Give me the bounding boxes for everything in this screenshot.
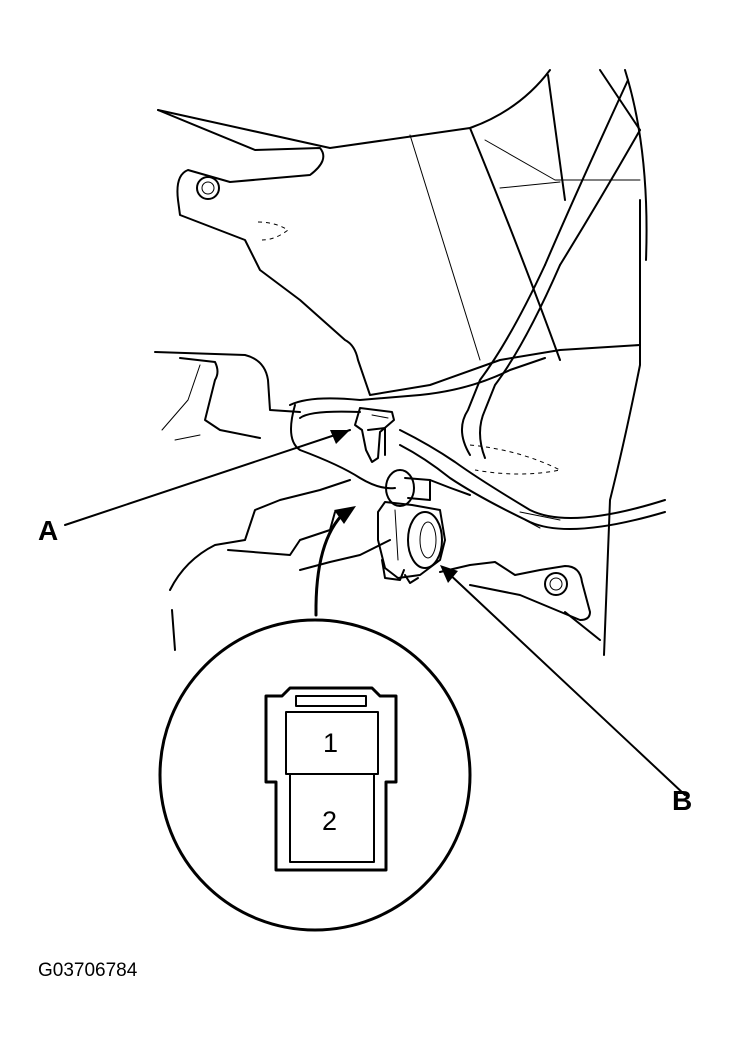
connector-a	[354, 407, 395, 463]
pin-1-label: 1	[323, 728, 338, 758]
wire-harness	[289, 79, 666, 531]
figure-id: G03706784	[38, 960, 138, 981]
body-panel-structure	[154, 69, 648, 656]
pin-2-label: 2	[322, 806, 337, 836]
leader-lines	[64, 429, 686, 796]
connector-detail-view: 1 2	[158, 618, 472, 932]
pin-2-cavity	[289, 773, 375, 863]
arrowhead-b	[440, 565, 458, 583]
sensor-b	[377, 469, 446, 584]
callout-a: A	[38, 515, 58, 546]
callout-b: B	[672, 785, 692, 816]
arrowhead-detail	[334, 506, 356, 524]
arrowhead-a	[330, 430, 350, 444]
